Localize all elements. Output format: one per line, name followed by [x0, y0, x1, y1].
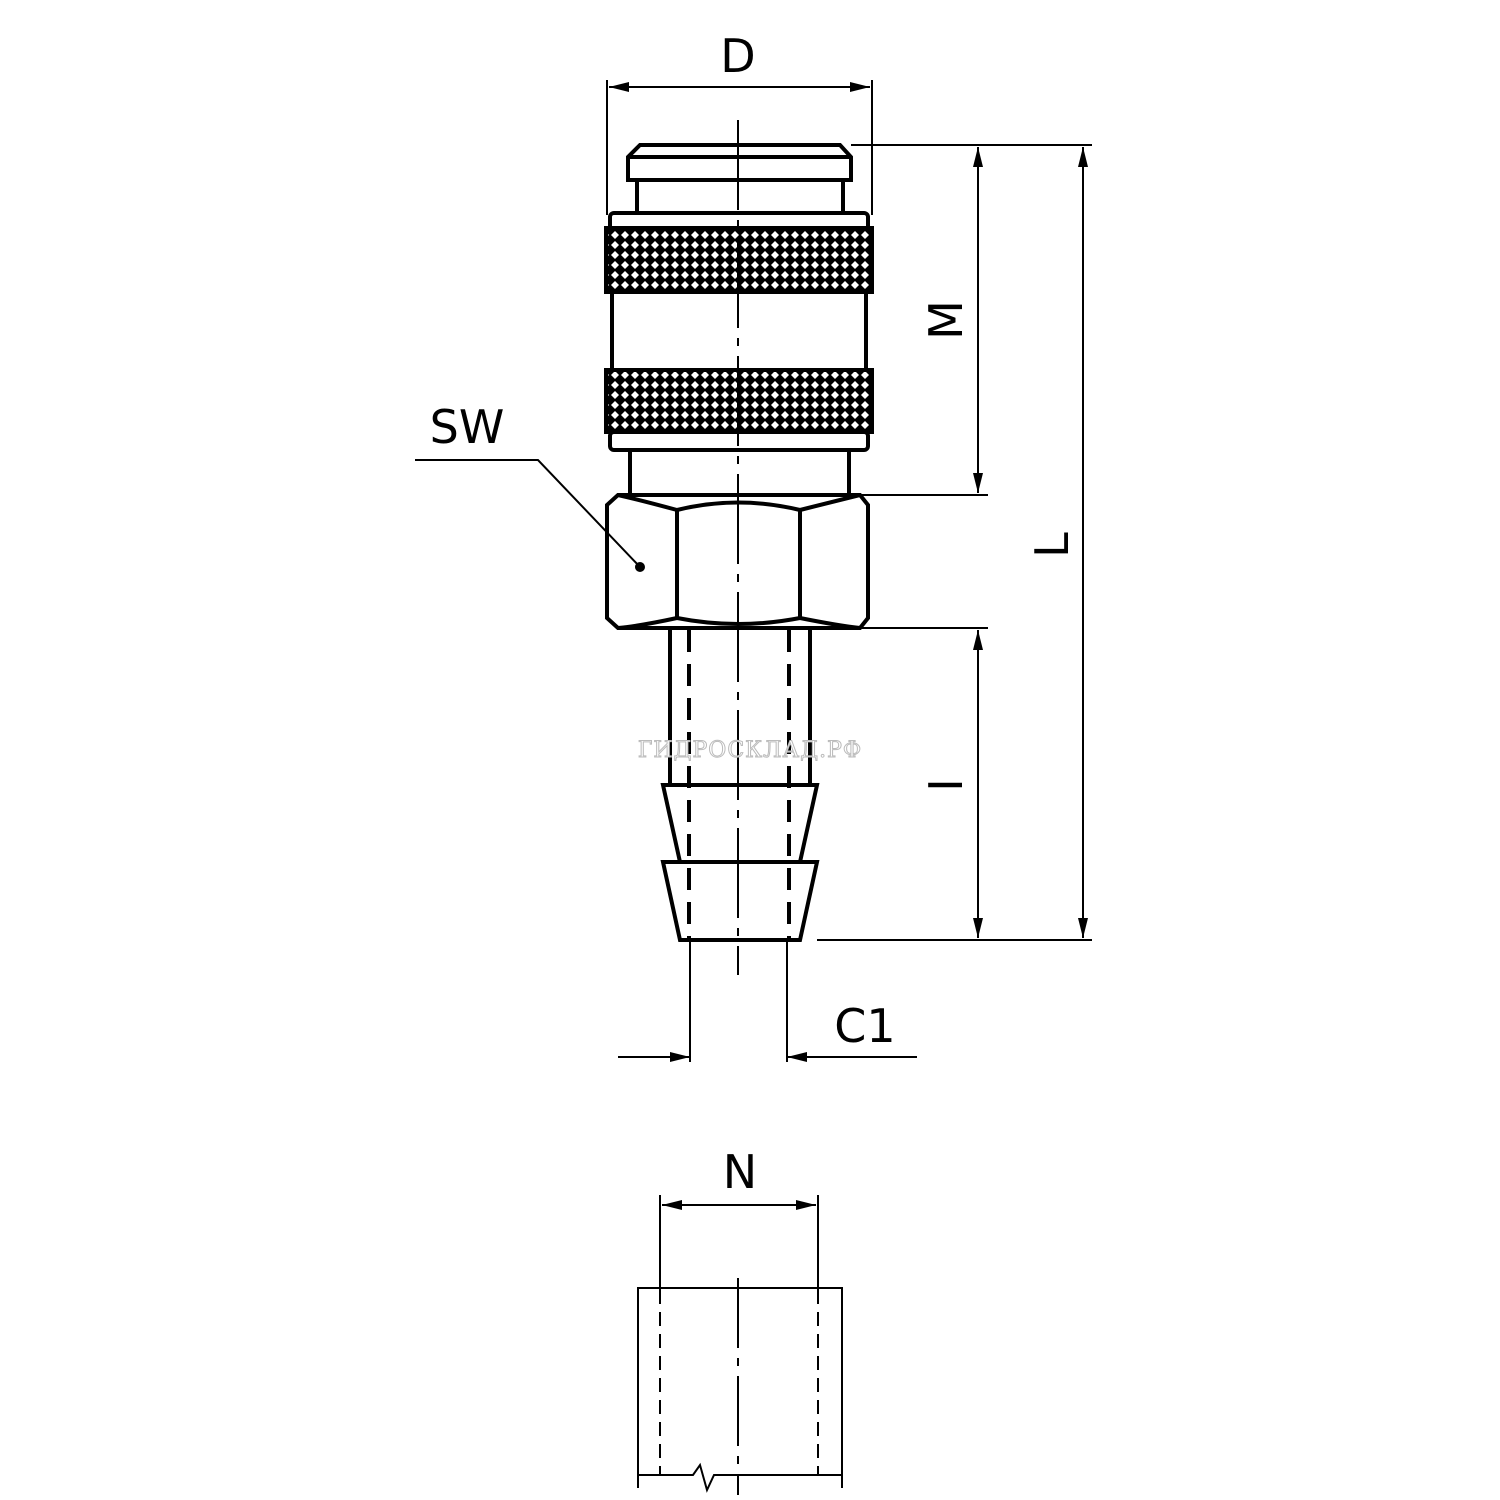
barb-1	[660, 783, 820, 864]
label-N: N	[723, 1145, 757, 1199]
hidden-bore-lines	[687, 630, 791, 938]
label-I: I	[919, 778, 973, 792]
label-SW: SW	[430, 400, 505, 454]
watermark: ГИДРОСКЛАД.РФ	[638, 738, 862, 763]
label-L: L	[1025, 532, 1079, 558]
label-C1: C1	[834, 999, 895, 1053]
hose-section	[637, 1278, 843, 1495]
label-D: D	[720, 29, 755, 83]
label-M: M	[919, 300, 973, 340]
dimension-lines	[415, 80, 1092, 1290]
barb-2	[660, 860, 820, 942]
sw-leader-dot	[635, 562, 645, 572]
